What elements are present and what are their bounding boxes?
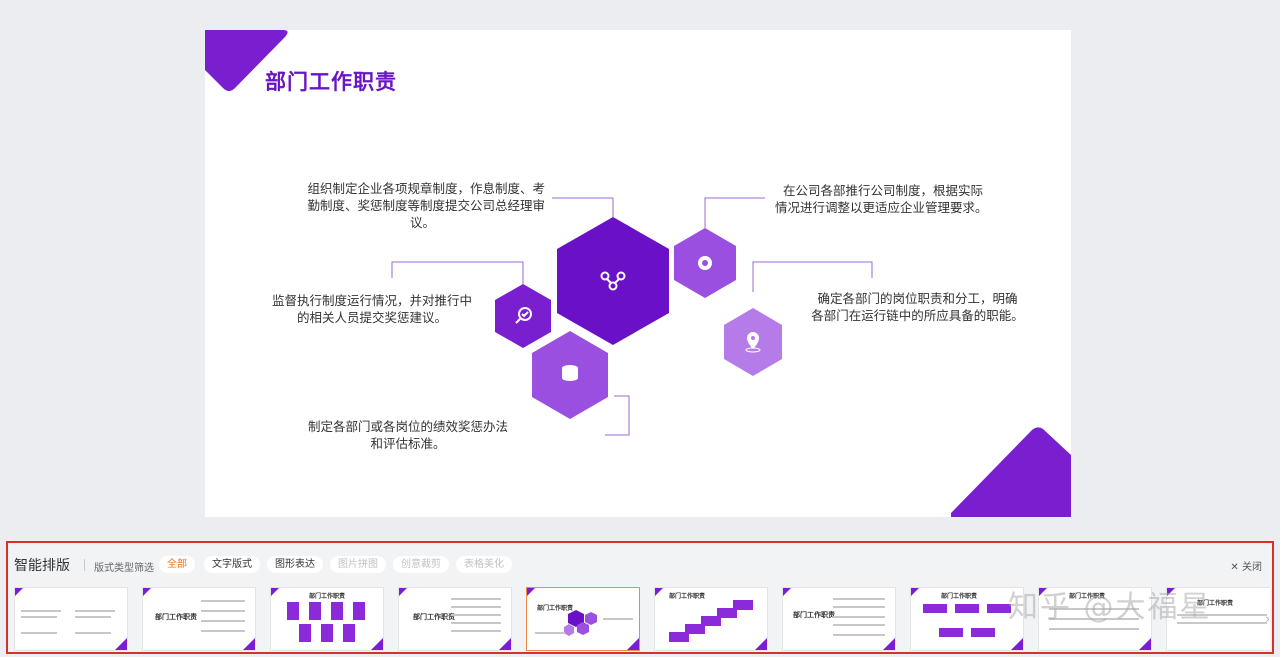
location-pin-icon <box>745 332 761 353</box>
description-item-1: 组织制定企业各项规章制度，作息制度、考 勤制度、奖惩制度等制度提交公司总经理审 … <box>307 181 545 230</box>
hexagon-gear <box>674 228 736 298</box>
description-item-2: 在公司各部推行公司制度，根据实际 情况进行调整以更适应企业管理要求。 <box>775 183 988 215</box>
hexagon-search <box>495 284 551 348</box>
watermark-text: 知乎 @大福星 <box>1008 590 1212 625</box>
layout-thumbnail-6[interactable]: 部门工作职责 <box>654 587 768 651</box>
smart-layout-panel: 智能排版 版式类型筛选 全部 文字版式 图形表达 图片拼图 创意裁剪 表格美化 … <box>6 541 1274 654</box>
chip-image-collage[interactable]: 图片拼图 <box>330 556 386 573</box>
layout-thumbnail-5[interactable]: 部门工作职责 <box>526 587 640 651</box>
panel-title: 智能排版 <box>14 558 70 574</box>
chip-text-layout[interactable]: 文字版式 <box>204 556 260 573</box>
slide-canvas: 部门工作职责 <box>205 30 1071 517</box>
connector-line-2 <box>704 197 765 228</box>
chevron-right-icon[interactable]: › <box>1265 612 1270 626</box>
layout-thumbnail-9[interactable]: 部门工作职责 <box>1038 587 1152 651</box>
panel-header: 智能排版 版式类型筛选 全部 文字版式 图形表达 图片拼图 创意裁剪 表格美化 … <box>8 543 1272 583</box>
chip-all[interactable]: 全部 <box>159 556 195 573</box>
layout-thumbnail-4[interactable]: 部门工作职责 <box>398 587 512 651</box>
close-icon: ✕ <box>1230 562 1239 573</box>
search-check-icon <box>515 307 532 324</box>
hexagon-coins <box>532 331 608 419</box>
layout-thumbnail-1[interactable] <box>14 587 128 651</box>
gear-icon <box>698 256 712 270</box>
description-item-3: 监督执行制度运行情况，并对推行中 的相关人员提交奖惩建议。 <box>271 293 472 325</box>
connector-line-4 <box>752 261 873 292</box>
chip-graphic-layout[interactable]: 图形表达 <box>267 556 323 573</box>
description-item-5: 制定各部门或各岗位的绩效奖惩办法 和评估标准。 <box>307 419 508 451</box>
layout-thumbnail-10[interactable]: 部门工作职责 <box>1166 587 1270 651</box>
connector-line-5 <box>605 395 630 436</box>
slide-title: 部门工作职责 <box>265 70 397 94</box>
thumbnail-strip: 部门工作职责 部门工作职责 部门工作职责 <box>14 587 1270 653</box>
connector-line-1 <box>552 197 614 217</box>
corner-decoration-bottom-right <box>951 427 1071 517</box>
layout-thumbnail-2[interactable]: 部门工作职责 <box>142 587 256 651</box>
coins-icon <box>562 365 578 381</box>
close-button[interactable]: ✕ 关闭 <box>1230 562 1262 573</box>
divider <box>84 559 85 571</box>
filter-label: 版式类型筛选 <box>94 563 154 574</box>
hexagon-location <box>724 308 782 376</box>
connector-line-3 <box>391 261 524 288</box>
description-item-4: 确定各部门的岗位职责和分工，明确 各部门在运行链中的所应具备的职能。 <box>811 291 1024 323</box>
corner-decoration-top-left <box>205 30 288 91</box>
share-nodes-icon <box>600 271 626 291</box>
hexagon-center <box>557 217 669 345</box>
hexagon-diagram <box>391 197 873 436</box>
layout-thumbnail-7[interactable]: 部门工作职责 <box>782 587 896 651</box>
layout-thumbnail-8[interactable]: 部门工作职责 <box>910 587 1024 651</box>
layout-thumbnail-3[interactable]: 部门工作职责 <box>270 587 384 651</box>
chip-creative-crop[interactable]: 创意裁剪 <box>393 556 449 573</box>
chip-table-beautify[interactable]: 表格美化 <box>456 556 512 573</box>
